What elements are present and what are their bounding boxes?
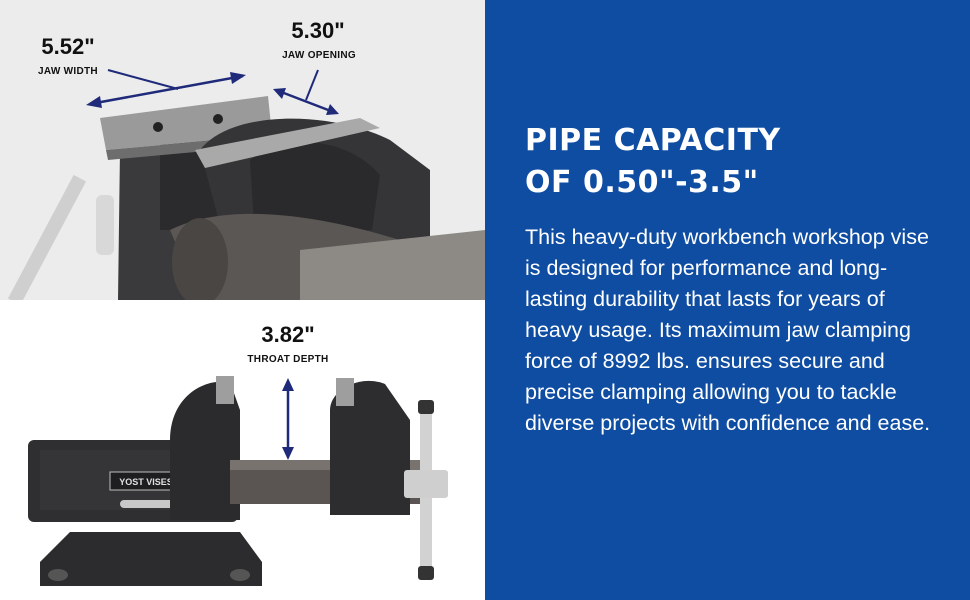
logo-text: YOST VISES bbox=[119, 477, 173, 487]
info-panel: PIPE CAPACITY OF 0.50"-3.5" This heavy-d… bbox=[485, 0, 970, 600]
throat-depth-value: 3.82" bbox=[261, 322, 315, 347]
vise-side-illustration: YOST VISES bbox=[0, 300, 485, 600]
heading-line-1: PIPE CAPACITY bbox=[525, 123, 781, 158]
pipe-capacity-heading: PIPE CAPACITY OF 0.50"-3.5" bbox=[525, 120, 945, 204]
jaw-opening-value: 5.30" bbox=[291, 18, 345, 43]
product-image-panel: 5.52" JAW WIDTH 5.30" JAW OPENING YOST V… bbox=[0, 0, 485, 600]
throat-dimension-arrow bbox=[282, 378, 294, 460]
jaw-closeup-illustration bbox=[0, 0, 485, 300]
jaw-opening-label: JAW OPENING bbox=[282, 50, 356, 61]
jaw-dimension-arrows bbox=[86, 69, 339, 115]
vise-side-photo: YOST VISES 3.82" THROAT DEPTH bbox=[0, 300, 485, 600]
throat-depth-label: THROAT DEPTH bbox=[247, 354, 329, 365]
jaw-width-label: JAW WIDTH bbox=[38, 66, 98, 77]
jaw-width-value: 5.52" bbox=[41, 34, 95, 59]
product-description: This heavy-duty workbench workshop vise … bbox=[525, 225, 931, 435]
jaw-closeup-photo: 5.52" JAW WIDTH 5.30" JAW OPENING bbox=[0, 0, 485, 300]
heading-line-2: OF 0.50"-3.5" bbox=[525, 165, 759, 200]
